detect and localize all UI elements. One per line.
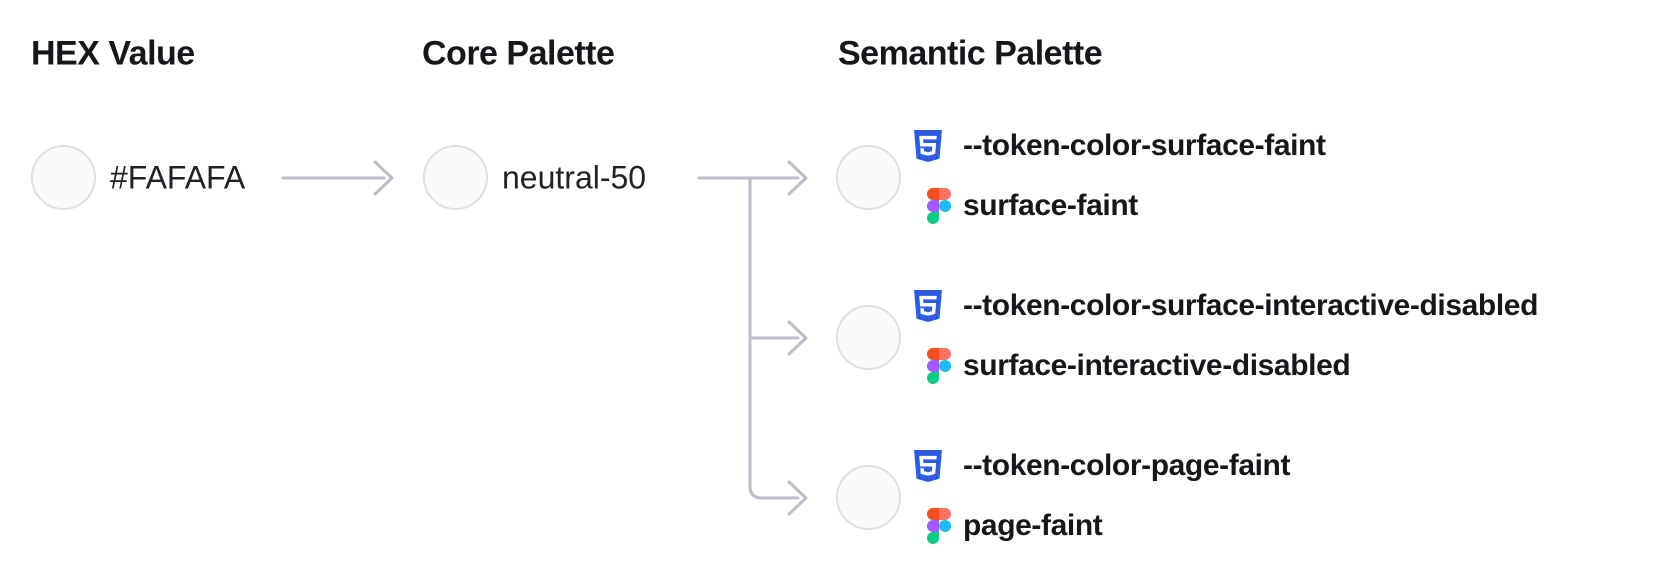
css3-shield-icon: [914, 450, 942, 482]
css3-shield-icon: [914, 130, 942, 162]
core-palette-label: neutral-50: [502, 159, 647, 196]
css-token-label: --token-color-page-faint: [963, 449, 1291, 482]
arrow-core-to-semantic-2: [749, 320, 808, 356]
css-token-label: --token-color-surface-faint: [963, 129, 1326, 162]
hex-value-label: #FAFAFA: [110, 159, 246, 196]
arrow-core-to-semantic-1: [697, 160, 808, 196]
connector-branch-stem: [748, 177, 764, 500]
figma-token-label: surface-interactive-disabled: [963, 349, 1351, 382]
arrow-core-to-semantic-3: [760, 480, 808, 516]
arrow-hex-to-core: [281, 160, 394, 196]
figma-logo-icon: [927, 348, 951, 384]
semantic-palette-column-title: Semantic Palette: [838, 34, 1103, 73]
figma-logo-icon: [927, 188, 951, 224]
css-token-label: --token-color-surface-interactive-disabl…: [963, 289, 1538, 322]
core-palette-column-title: Core Palette: [422, 34, 615, 73]
figma-logo-icon: [927, 508, 951, 544]
figma-token-label: page-faint: [963, 509, 1103, 542]
hex-color-swatch: [31, 145, 96, 210]
semantic-color-swatch: [836, 145, 901, 210]
semantic-color-swatch: [836, 305, 901, 370]
hex-value-column-title: HEX Value: [31, 34, 195, 73]
css3-shield-icon: [914, 290, 942, 322]
figma-token-label: surface-faint: [963, 189, 1138, 222]
core-color-swatch: [423, 145, 488, 210]
semantic-color-swatch: [836, 465, 901, 530]
